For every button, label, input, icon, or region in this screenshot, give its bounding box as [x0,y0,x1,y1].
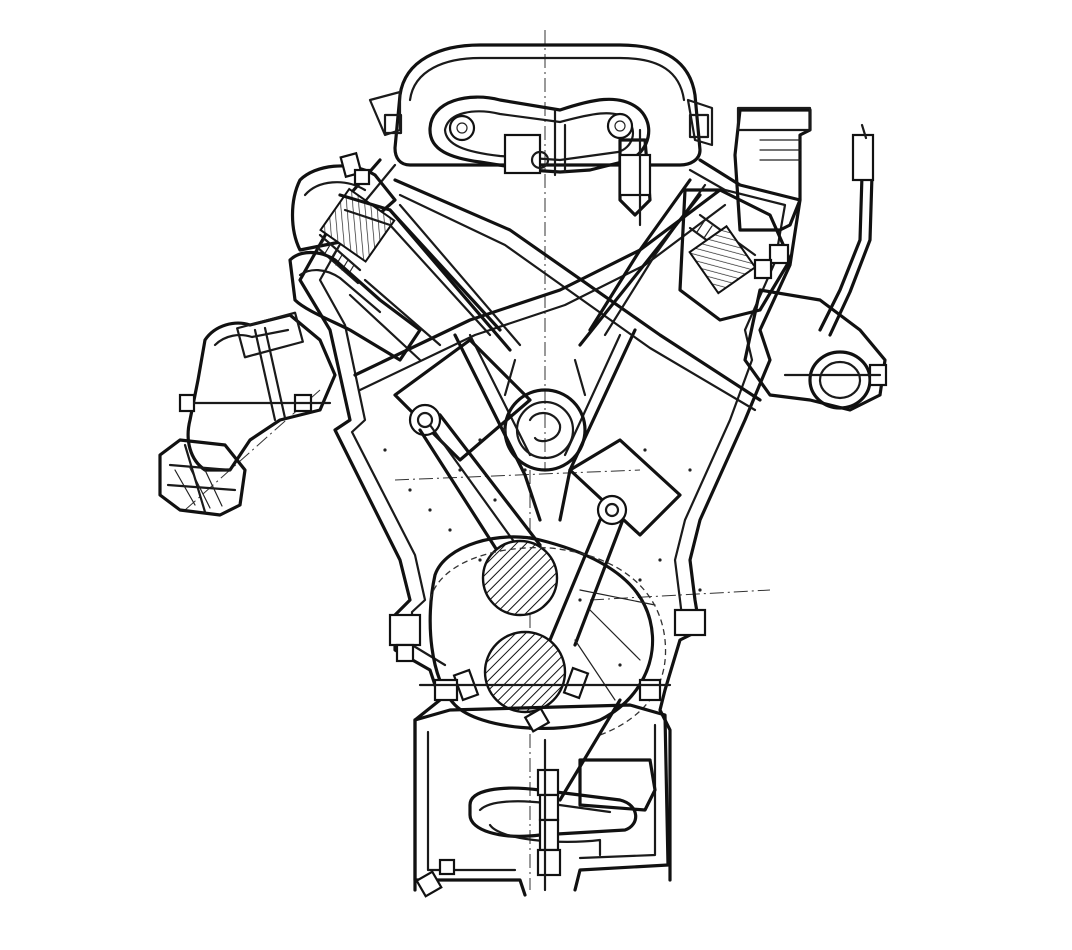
intake-plenum [368,43,714,177]
left-exhaust-manifold [158,311,337,517]
right-cylinder-head [578,106,812,347]
centre-lines [184,30,771,890]
left-piston-rod [393,338,542,557]
block-flanges [388,608,707,702]
left-cylinder-head [288,151,522,362]
oil-pan [413,698,670,898]
casting-stipple [383,428,702,667]
dipstick-tube [818,123,875,337]
camshaft [503,358,587,472]
right-piston-rod [548,438,682,647]
crankshaft [428,535,656,733]
